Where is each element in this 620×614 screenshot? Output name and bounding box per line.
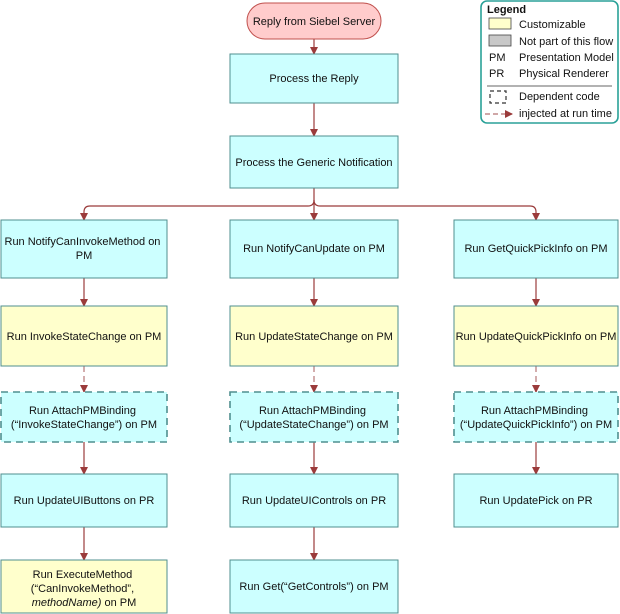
start-node xyxy=(246,2,382,40)
node-c3-get-quickpick-label: Run GetQuickPickInfo on PM xyxy=(464,243,607,255)
node-c3-attach-label: Run AttachPMBinding (“UpdateQuickPickInf… xyxy=(460,405,612,431)
legend-label-pr: Physical Renderer xyxy=(519,68,609,80)
node-c1-execute-line1: Run ExecuteMethod xyxy=(33,569,133,581)
node-c1-execute-line3: methodName) on PM xyxy=(32,597,137,609)
node-c1-notify-line1: Run NotifyCanInvokeMethod on xyxy=(5,236,161,248)
node-c2-notify-label: Run NotifyCanUpdate on PM xyxy=(243,243,385,255)
node-c3-attach-line2: (“UpdateQuickPickInfo”) on PM xyxy=(460,419,612,431)
node-c2-update-ui-controls xyxy=(229,473,399,528)
node-c2-notify xyxy=(229,219,399,279)
process-generic-node xyxy=(229,135,399,189)
legend-label-pm: Presentation Model xyxy=(519,52,614,64)
process-reply-node xyxy=(229,53,399,104)
node-c1-execute-line2: (“CanInvokeMethod”, xyxy=(31,583,134,595)
node-c1-invoke-state-label: Run InvokeStateChange on PM xyxy=(7,331,162,343)
legend-abbr-pm: PM xyxy=(489,52,506,64)
process-generic-label: Process the Generic Notification xyxy=(235,157,392,169)
process-reply-label: Process the Reply xyxy=(269,73,359,85)
legend-label-dependent-1: Dependent code xyxy=(519,91,600,103)
node-c1-attach-line2: (“InvokeStateChange”) on PM xyxy=(11,419,157,431)
legend-label-customizable: Customizable xyxy=(519,19,586,31)
legend-box xyxy=(480,0,619,124)
node-c1-update-ui-buttons-label: Run UpdateUIButtons on PR xyxy=(14,495,155,507)
node-c3-update-quickpick-label: Run UpdateQuickPickInfo on PM xyxy=(456,331,617,343)
node-c3-get-quickpick xyxy=(453,219,619,279)
node-c1-attach-label: Run AttachPMBinding (“InvokeStateChange”… xyxy=(11,405,157,431)
node-c2-attach xyxy=(229,391,399,443)
legend-title: Legend xyxy=(487,4,526,16)
node-c1-update-ui-buttons xyxy=(0,473,168,528)
node-c2-attach-line2: (“UpdateStateChange”) on PM xyxy=(239,419,388,431)
node-c3-update-pick-label: Run UpdatePick on PR xyxy=(479,495,592,507)
legend-label-not-part: Not part of this flow xyxy=(519,36,613,48)
connectors xyxy=(80,39,540,561)
node-c2-get-controls xyxy=(229,559,399,614)
node-c1-attach-line1: Run AttachPMBinding xyxy=(29,405,136,417)
legend-label-dependent-2: injected at run time xyxy=(519,108,612,120)
node-c1-notify-line2: PM xyxy=(76,250,93,262)
legend-swatch-not-part xyxy=(488,34,512,47)
node-c2-update-state-label: Run UpdateStateChange on PM xyxy=(235,331,393,343)
node-c2-attach-line1: Run AttachPMBinding xyxy=(259,405,366,417)
node-c1-notify-label: Run NotifyCanInvokeMethod on PM xyxy=(5,236,164,262)
node-c2-update-state xyxy=(229,305,399,367)
legend: Legend Customizable Not part of this flo… xyxy=(480,0,619,124)
node-c1-notify xyxy=(0,219,168,279)
node-c1-invoke-state xyxy=(0,305,168,367)
node-c1-attach xyxy=(0,391,168,443)
legend-abbr-pr: PR xyxy=(489,68,504,80)
branch-line xyxy=(313,199,540,221)
node-c2-attach-label: Run AttachPMBinding (“UpdateStateChange”… xyxy=(239,405,388,431)
legend-swatch-customizable xyxy=(488,17,512,30)
node-c3-attach-line1: Run AttachPMBinding xyxy=(481,405,588,417)
node-c3-update-quickpick xyxy=(453,305,619,367)
branch-line xyxy=(80,188,315,221)
node-c2-update-ui-controls-label: Run UpdateUIControls on PR xyxy=(242,495,386,507)
node-c1-execute-method xyxy=(0,559,168,614)
legend-swatch-dependent xyxy=(489,90,507,104)
node-c3-attach xyxy=(453,391,619,443)
node-c2-get-controls-label: Run Get(“GetControls”) on PM xyxy=(239,581,388,593)
start-node-label: Reply from Siebel Server xyxy=(253,16,376,28)
node-c1-execute-method-label: Run ExecuteMethod (“CanInvokeMethod”, me… xyxy=(31,569,137,609)
node-c3-update-pick xyxy=(453,473,619,528)
